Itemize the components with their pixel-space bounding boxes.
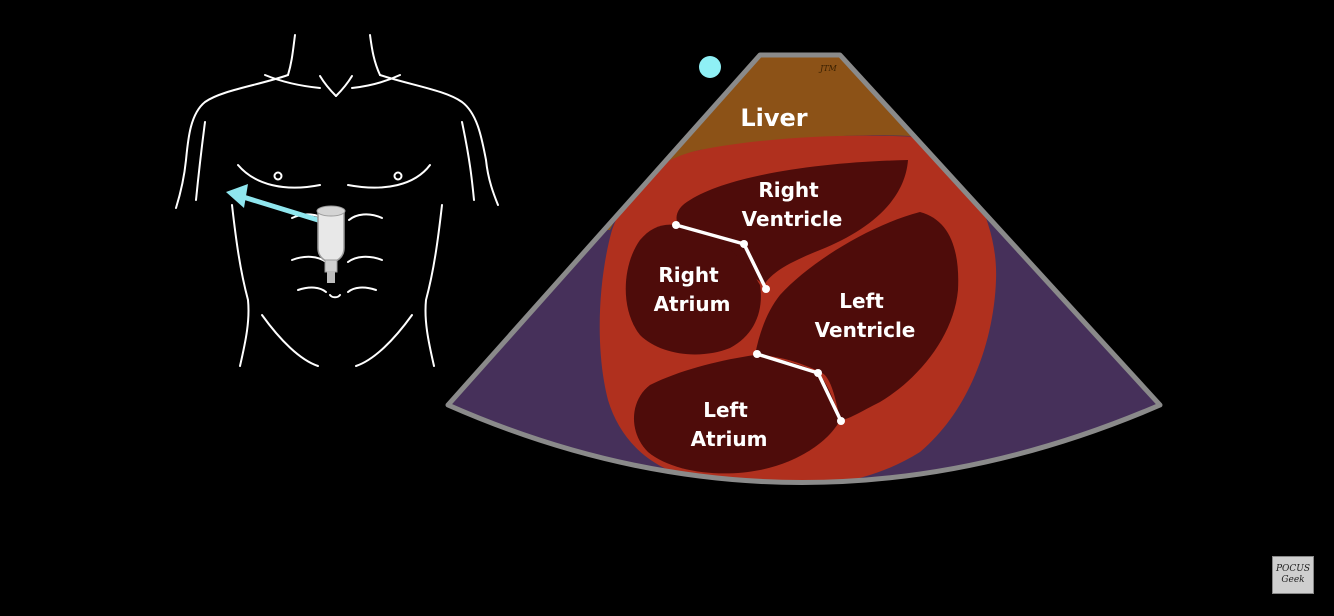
sector-border — [445, 52, 1163, 485]
logo-line-1: POCUS — [1275, 564, 1311, 574]
label-left-ventricle: Left Ventricle — [815, 289, 916, 342]
label-right-atrium: Right Atrium — [654, 263, 731, 316]
label-right-ventricle: Right Ventricle — [742, 178, 843, 231]
label-liver: Liver — [740, 104, 807, 132]
left-ventricle-chamber — [755, 212, 959, 420]
artist-mark: JTM — [818, 64, 838, 73]
orientation-indicator-dot — [699, 56, 721, 78]
ultrasound-probe-icon — [316, 205, 346, 283]
probe-direction-arrow — [226, 184, 321, 223]
label-left-atrium: Left Atrium — [691, 398, 768, 451]
ultrasound-sector: JTM Liver Right Ventricle Right Atrium L… — [445, 52, 1163, 485]
right-atrium-chamber — [625, 224, 761, 355]
liver-region — [560, 55, 935, 230]
pocus-geek-logo: POCUS Geek — [1272, 556, 1314, 594]
logo-line-2: Geek — [1281, 575, 1305, 585]
torso-outline — [175, 34, 499, 367]
left-atrium-chamber — [633, 355, 840, 474]
